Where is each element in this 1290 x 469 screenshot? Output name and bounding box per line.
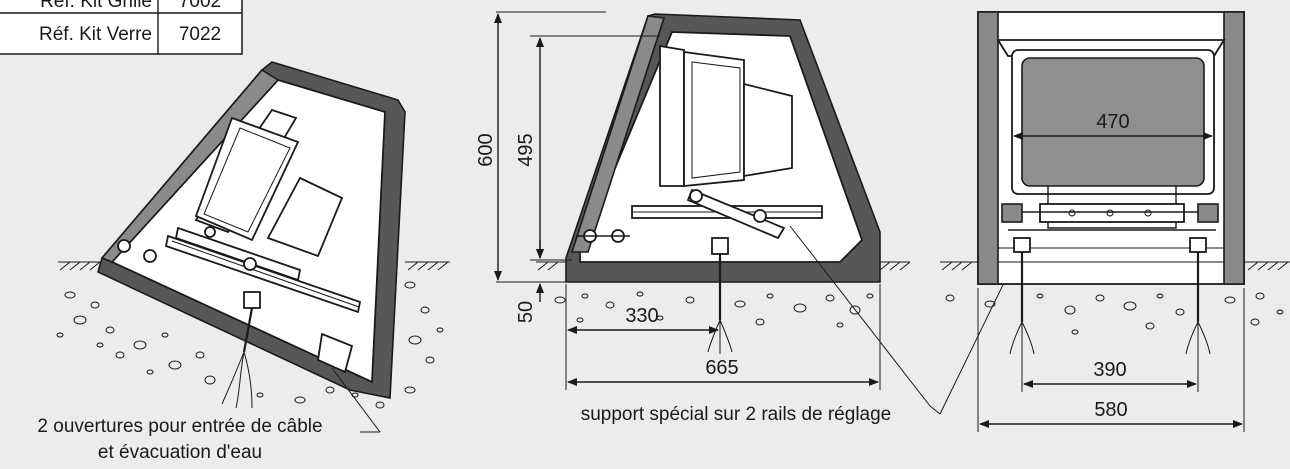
openings-callout-line2: et évacuation d'eau: [98, 442, 262, 463]
ref-table: Réf. Kit Grille 7002 Réf. Kit Verre 7022: [0, 0, 243, 55]
dim-screen-width: 470: [1096, 111, 1129, 133]
rails-side: [576, 188, 823, 243]
monitor-tilted: [194, 108, 344, 258]
anchor-tilted: [221, 291, 261, 409]
dim-anchor-offset: 330: [625, 305, 658, 327]
openings-callout-line1: 2 ouvertures pour entrée de câble: [37, 416, 322, 437]
ref-row-1-label: Réf. Kit Grille: [40, 0, 152, 12]
monitor-side: [659, 44, 793, 187]
ground-hatch-mid: [536, 261, 911, 271]
ref-row-2-label: Réf. Kit Verre: [39, 24, 152, 45]
cable-opening-tilted: [317, 332, 354, 374]
dim-total-depth: 665: [705, 357, 738, 379]
ref-row-2-value: 7022: [179, 24, 221, 45]
gravel-mid: [554, 291, 874, 328]
gravel-left: [56, 281, 444, 409]
openings-leader: [331, 367, 381, 433]
monitor-front-screen: [1021, 57, 1205, 187]
dim-inner-height: 495: [515, 133, 537, 166]
side-view: [494, 11, 1021, 415]
front-box-left-wall: [977, 11, 999, 285]
front-view: [940, 11, 1290, 432]
dim-total-height: 600: [475, 133, 497, 166]
shell-front-side: [570, 15, 666, 253]
tilted-view: [56, 61, 450, 433]
dim-total-width: 580: [1094, 399, 1127, 421]
gravel-right: [945, 292, 1284, 335]
ground-hatch-left: [58, 261, 450, 271]
ref-row-1-value: 7002: [179, 0, 221, 12]
front-box-right-wall: [1223, 11, 1245, 285]
rails-tilted: [117, 226, 362, 314]
ground-hatch-right: [940, 261, 1290, 271]
dim-anchor-spacing: 390: [1093, 359, 1126, 381]
dim-base-depth: 50: [515, 301, 537, 323]
support-leader: [789, 225, 931, 407]
support-callout: support spécial sur 2 rails de réglage: [581, 404, 892, 425]
